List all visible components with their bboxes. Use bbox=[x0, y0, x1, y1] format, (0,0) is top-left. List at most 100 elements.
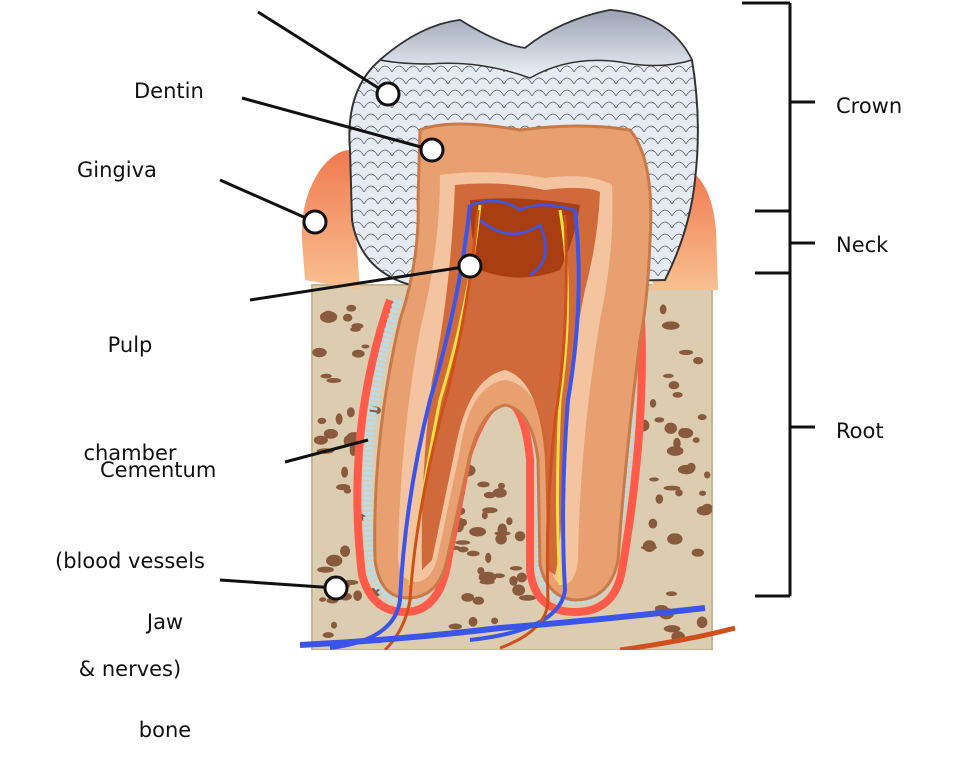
bone-spot bbox=[330, 621, 338, 629]
bone-spot bbox=[679, 428, 687, 434]
callout-dentin bbox=[419, 137, 445, 163]
bone-spot bbox=[491, 617, 499, 625]
bone-spot bbox=[478, 571, 497, 583]
bone-spot bbox=[703, 471, 711, 479]
bone-spot bbox=[326, 377, 342, 384]
bone-spot bbox=[649, 477, 659, 482]
bone-spot bbox=[654, 417, 665, 423]
bone-spot bbox=[319, 311, 338, 323]
bone-spot bbox=[336, 483, 351, 491]
bone-spot bbox=[346, 304, 357, 312]
label-pulp-line2: chamber bbox=[83, 441, 177, 465]
label-crown: Crown bbox=[836, 94, 903, 118]
label-pulp-line3: (blood vessels bbox=[55, 549, 205, 573]
bone-spot bbox=[317, 566, 334, 573]
bone-spot bbox=[466, 550, 480, 557]
bone-spot bbox=[691, 548, 704, 557]
bone-spot bbox=[648, 518, 658, 529]
bone-spot bbox=[485, 552, 492, 564]
pulp-core bbox=[470, 198, 580, 278]
bone-spot bbox=[514, 531, 526, 542]
leader-enamel bbox=[257, 10, 389, 96]
bone-spot bbox=[341, 466, 349, 478]
callout-jawbone bbox=[323, 575, 349, 601]
leader-pulp bbox=[249, 264, 471, 302]
bone-spot bbox=[506, 517, 513, 526]
enamel-top bbox=[378, 9, 694, 79]
bone-spot bbox=[661, 321, 680, 330]
bone-spot bbox=[479, 579, 495, 585]
bone-spot bbox=[659, 304, 667, 315]
bone-spot bbox=[459, 518, 468, 527]
bone-spot bbox=[509, 575, 518, 586]
vein bbox=[329, 204, 472, 650]
bone-spot bbox=[664, 422, 678, 434]
label-pulp-line1: Pulp bbox=[107, 333, 153, 357]
bone-spot bbox=[346, 407, 355, 418]
artery bbox=[499, 214, 568, 650]
bone-spot bbox=[448, 623, 463, 630]
bone-spot bbox=[679, 349, 694, 356]
bone-spot bbox=[675, 489, 683, 497]
bone-spot bbox=[663, 373, 674, 379]
bone-spot bbox=[672, 391, 683, 398]
bone-spot bbox=[649, 398, 657, 408]
bottom-vein bbox=[299, 605, 706, 648]
bone-spot bbox=[699, 490, 707, 496]
leader-cementum bbox=[284, 438, 369, 464]
bone-spot bbox=[319, 597, 327, 602]
bone-spot bbox=[516, 572, 527, 583]
callout-enamel bbox=[375, 81, 401, 107]
bone-spot bbox=[455, 540, 471, 545]
bone-spot bbox=[477, 481, 490, 488]
leader-jawbone bbox=[219, 578, 337, 590]
bone-spot bbox=[361, 344, 370, 349]
bone-spot bbox=[477, 567, 485, 575]
bone-spot bbox=[312, 347, 327, 358]
bone-spot bbox=[320, 373, 332, 379]
pulp-chamber bbox=[421, 183, 600, 576]
bone-spot bbox=[461, 592, 475, 602]
bone-spot bbox=[313, 435, 328, 445]
bottom-artery bbox=[619, 625, 736, 650]
vein-network bbox=[469, 199, 576, 277]
bone-spot bbox=[494, 531, 511, 536]
bone-spot bbox=[642, 540, 656, 552]
bone-spot bbox=[693, 356, 704, 365]
label-root: Root bbox=[836, 419, 884, 443]
label-jawbone-line1: Jaw bbox=[146, 610, 184, 634]
bone-spot bbox=[340, 545, 351, 557]
leader-dentin bbox=[241, 96, 433, 152]
tooth-anatomy-diagram bbox=[219, 1, 815, 650]
callout-pulp bbox=[457, 253, 483, 279]
bone-spot bbox=[663, 485, 681, 491]
bone-spot bbox=[343, 435, 350, 447]
section-bracket bbox=[742, 1, 815, 598]
bone-spot bbox=[472, 596, 485, 605]
bone-spot bbox=[469, 527, 487, 537]
callout-gingiva bbox=[302, 209, 328, 235]
label-dentin: Dentin bbox=[134, 79, 204, 103]
bone-spot bbox=[326, 554, 343, 567]
label-gingiva: Gingiva bbox=[77, 158, 157, 182]
bone-spot bbox=[668, 381, 680, 390]
label-jawbone-line2: bone bbox=[138, 718, 192, 742]
bone-spot bbox=[495, 533, 507, 545]
bone-spot bbox=[324, 310, 332, 315]
bone-spot bbox=[666, 446, 684, 456]
bone-spot bbox=[518, 594, 537, 601]
bone-spot bbox=[692, 437, 700, 443]
bone-spot bbox=[686, 462, 696, 472]
bone-spot bbox=[697, 414, 707, 421]
leader-gingiva bbox=[219, 178, 316, 224]
bone-spot bbox=[492, 488, 507, 498]
bone-spot bbox=[481, 511, 488, 520]
artery bbox=[383, 209, 480, 650]
bone-spot bbox=[457, 546, 469, 553]
bone-spot bbox=[353, 590, 362, 601]
bone-spot bbox=[512, 584, 526, 596]
bone-spot bbox=[351, 349, 365, 358]
bone-spot bbox=[317, 417, 327, 425]
bone-spot bbox=[667, 533, 683, 545]
label-cementum: Cementum bbox=[100, 458, 217, 482]
